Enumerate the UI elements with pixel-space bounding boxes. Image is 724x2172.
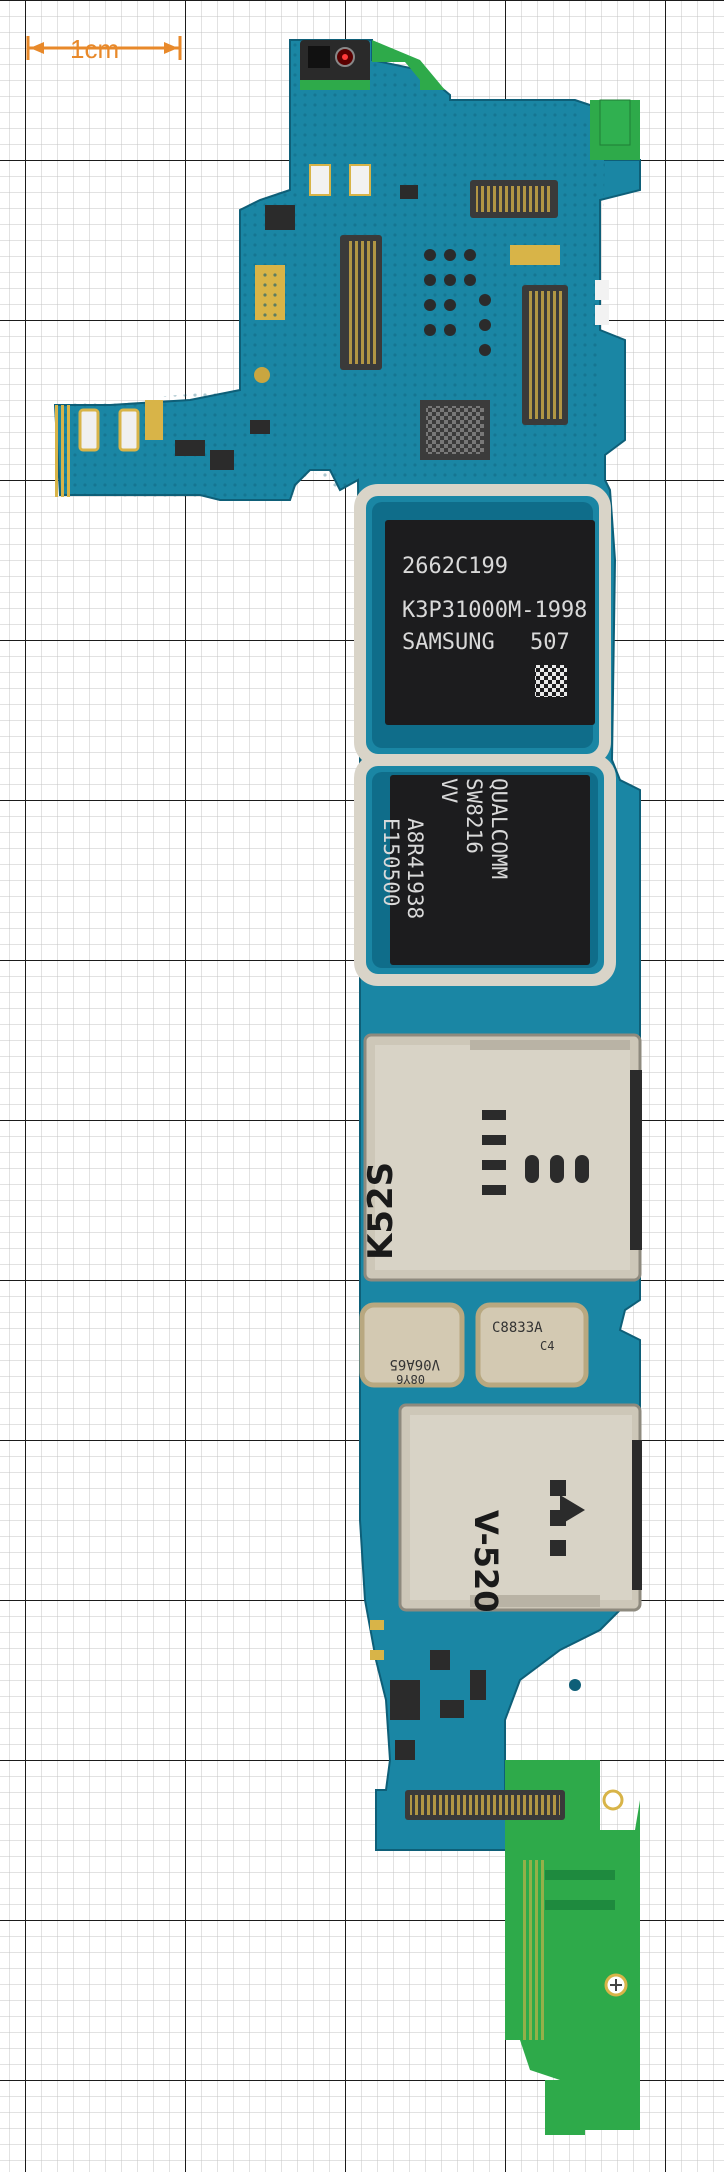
sim-upper-label: K52S (361, 1162, 401, 1260)
qualcomm-line-4: A8R41938 (403, 818, 427, 919)
scale-label: 1cm (70, 34, 120, 64)
sim-tray-labels: K52S V-520 (361, 1162, 505, 1613)
sim-lower-label: V-520 (467, 1510, 505, 1613)
crystal-right-label: C8833A (492, 1320, 543, 1336)
memory-line-3: SAMSUNG (402, 630, 495, 655)
memory-shield (354, 484, 611, 766)
qualcomm-line-5: E150500 (379, 818, 403, 907)
memory-line-1: 2662C199 (402, 554, 508, 579)
qr-code-mark (535, 665, 567, 697)
qualcomm-line-3: VV (437, 778, 461, 804)
sensor-module (300, 40, 370, 90)
qualcomm-line-1: QUALCOMM (487, 778, 511, 879)
memory-line-2: K3P31000M-1998 (402, 598, 587, 623)
flex-tabs (372, 40, 640, 2135)
board-connectors (340, 180, 568, 1820)
qualcomm-chip (390, 775, 590, 965)
left-contacts (55, 265, 285, 497)
sim-tray-upper (363, 1033, 642, 1282)
memory-chip-text: 2662C199 K3P31000M-1998 SAMSUNG 507 (402, 554, 587, 655)
crystals (359, 1302, 589, 1388)
sim-tray-lower (398, 1403, 642, 1612)
qualcomm-shield (354, 754, 616, 986)
qualcomm-line-2: SW8216 (462, 778, 486, 854)
qualcomm-chip-text: QUALCOMM SW8216 VV A8R41938 E150500 (379, 778, 511, 919)
scale-bar (26, 36, 182, 60)
crystal-labels: V06A65 08Y6 C8833A C4 (389, 1320, 554, 1386)
small-components (175, 164, 609, 1760)
crystal-left-sub: 08Y6 (396, 1372, 425, 1386)
crystal-left-label: V06A65 (389, 1356, 440, 1372)
memory-line-4: 507 (530, 630, 570, 655)
crystal-right-sub: C4 (540, 1339, 554, 1353)
